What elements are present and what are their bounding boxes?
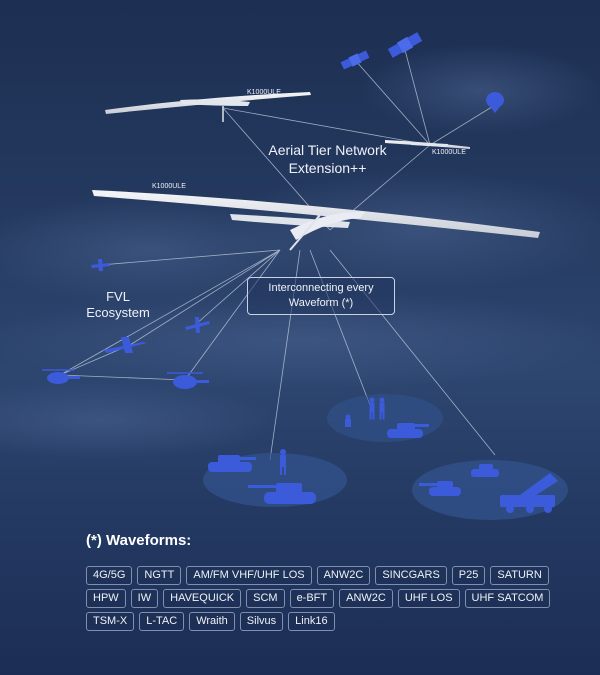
aircraft-main (92, 190, 540, 251)
soldier-icon (345, 414, 351, 427)
waveform-chip: HAVEQUICK (163, 589, 242, 608)
tank-icon (248, 483, 316, 504)
tank-icon (471, 464, 499, 477)
fighter-jet-icon (103, 337, 147, 353)
callout-line-1: Interconnecting every (268, 282, 374, 295)
waveform-chip: ANW2C (339, 589, 393, 608)
waveform-chip: UHF SATCOM (464, 589, 551, 608)
interconnect-callout: Interconnecting every Waveform (*) (247, 277, 395, 315)
ground-zone (327, 394, 443, 442)
waveforms-title: (*) Waveforms: (86, 532, 192, 549)
waveform-chip: AM/FM VHF/UHF LOS (186, 566, 312, 585)
waveform-chip: SINCGARS (375, 566, 447, 585)
waveform-chip: SCM (246, 589, 285, 608)
waveform-chip: ANW2C (316, 566, 371, 585)
waveform-chip: e-BFT (289, 589, 335, 608)
fvl-line-2: Ecosystem (86, 305, 150, 321)
aircraft-small (385, 140, 470, 149)
clouds (0, 45, 600, 460)
waveform-chip: L-TAC (139, 612, 185, 631)
drone-icon (185, 317, 210, 333)
waveform-chip: IW (130, 589, 159, 608)
aircraft-upper (105, 92, 311, 122)
truck-launcher-icon (500, 473, 558, 513)
soldier-icon (379, 397, 385, 420)
aerial-tier-title-line-1: Aerial Tier Network (268, 142, 387, 158)
waveform-chip: 4G/5G (86, 566, 133, 585)
balloon-icon (486, 92, 504, 113)
waveform-chip: Link16 (288, 612, 335, 631)
helicopter-icon (42, 369, 80, 384)
soldier-icon (369, 397, 375, 420)
aerial-tier-title-line-2: Extension++ (288, 159, 367, 176)
waveform-chip: TSM-X (86, 612, 135, 631)
waveform-chip: Wraith (189, 612, 235, 631)
waveform-chip: Silvus (239, 612, 284, 631)
satellite-icon (387, 32, 423, 58)
helicopter-icon (167, 372, 209, 389)
aircraft-label-small: K1000ULE (432, 149, 466, 156)
fvl-ecosystem-label: FVL Ecosystem (68, 289, 168, 322)
waveform-chip: HPW (86, 589, 126, 608)
drone-icon (91, 259, 110, 271)
waveform-chip: SATURN (490, 566, 549, 585)
soldier-icon (280, 449, 286, 475)
satellite-icon (340, 50, 370, 70)
aircraft-label-main: K1000ULE (152, 183, 186, 190)
tank-icon (208, 455, 256, 472)
waveform-chip: NGTT (137, 566, 182, 585)
waveform-chip: UHF LOS (397, 589, 460, 608)
fvl-line-1: FVL (106, 289, 130, 304)
aerial-tier-title: Aerial Tier Network Extension++ (250, 142, 405, 177)
tank-icon (419, 481, 461, 496)
aircraft-label-upper: K1000ULE (247, 89, 281, 96)
waveform-chip: P25 (451, 566, 486, 585)
tank-icon (387, 423, 429, 438)
callout-line-2: Waveform (*) (288, 297, 354, 309)
